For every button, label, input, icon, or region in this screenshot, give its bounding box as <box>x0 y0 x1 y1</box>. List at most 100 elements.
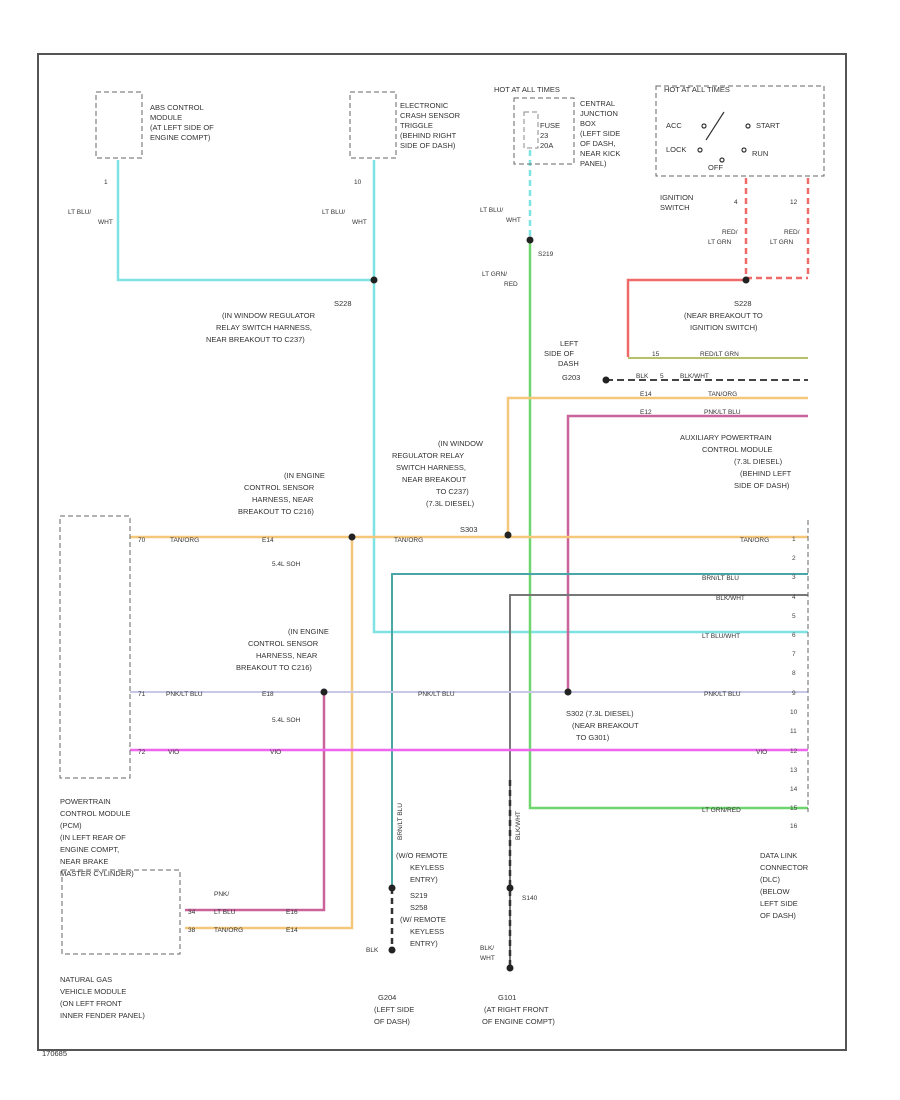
ngv-pin-38: 38 <box>188 927 196 934</box>
engine-ctrl-2-label: (IN ENGINE CONTROL SENSOR HARNESS, NEAR … <box>236 627 331 672</box>
vert-brn-lt-blu: BRN/LT BLU <box>397 803 404 840</box>
ign-start: START <box>756 121 780 130</box>
pin-e14: E14 <box>640 391 652 398</box>
splice-s140 <box>506 884 514 892</box>
ignition-switch-arm <box>705 111 725 141</box>
dlc-pin: 3 <box>792 574 796 581</box>
dlc-pin: 16 <box>790 823 798 830</box>
dlc-pin: 6 <box>792 632 796 639</box>
rke-label: (W/O REMOTE KEYLESS ENTRY) S219 S258 (W/… <box>396 851 450 948</box>
splice-s219-rke <box>388 884 396 892</box>
ignition-contact-run <box>741 147 747 153</box>
window-reg-label: (IN WINDOW REGULATOR RELAY SWITCH HARNES… <box>392 439 485 534</box>
s4l-1: 5.4L SOH <box>272 561 301 568</box>
ngv-e16: E16 <box>286 909 298 916</box>
crash-pin: 10 <box>354 179 362 186</box>
cjb-box <box>513 97 575 165</box>
g204-label: G204 (LEFT SIDE OF DASH) <box>374 993 416 1026</box>
ignition-contact-off <box>719 157 725 163</box>
ignition-switch-contacts <box>697 111 751 163</box>
ignition-contact-start <box>745 123 751 129</box>
ground-g101 <box>506 964 514 972</box>
dlc-pins: 1 2 3 4 5 6 7 8 9 10 11 12 13 14 15 16 <box>790 536 798 830</box>
dlc-pin: 7 <box>792 651 796 658</box>
ignition-switch-box <box>655 85 825 177</box>
wire-lt-grn-red <box>528 240 808 810</box>
ngv-e14: E14 <box>286 927 298 934</box>
dlc-pnk-lt-blu: PNK/LT BLU <box>704 691 741 698</box>
ign-run: RUN <box>752 149 768 158</box>
g101-label: G101 (AT RIGHT FRONT OF ENGINE COMPT) <box>482 993 555 1026</box>
s4l-2: 5.4L SOH <box>272 717 301 724</box>
abs-module-box <box>95 91 143 159</box>
dlc-pin: 15 <box>790 805 798 812</box>
row-pnk-lt-blu: PNK/LT BLU <box>704 409 741 416</box>
splice-s302 <box>564 688 572 696</box>
dlc-lt-grn-red: LT GRN/RED <box>702 807 741 814</box>
blk-label: BLK <box>366 947 379 954</box>
dlc-pin: 12 <box>790 748 798 755</box>
blk-wht-g101: BLK/ WHT <box>480 945 496 962</box>
ngv-pin-34: 34 <box>188 909 196 916</box>
ngv-lt-blu: LT BLU <box>214 909 236 916</box>
wire-pnk-lt-blu-upper <box>566 414 808 692</box>
wire-lt-blu-wht-crash <box>372 160 808 634</box>
dlc-pin: 14 <box>790 786 798 793</box>
red-lt-grn-label-2: RED/ LT GRN <box>770 229 801 246</box>
splice-s303 <box>504 531 512 539</box>
splice-s228-ign <box>742 276 750 284</box>
wire-lt-blu-wht-abs <box>116 160 374 282</box>
ign-pin-a: 4 <box>734 199 738 206</box>
dlc-pin: 4 <box>792 594 796 601</box>
hot-at-all-times-label: HOT AT ALL TIMES <box>494 85 560 94</box>
dlc-pin: 8 <box>792 670 796 677</box>
crash-sensor-box <box>349 91 397 159</box>
abs-wire-label: LT BLU/ WHT <box>68 209 113 226</box>
abs-pin: 1 <box>104 179 108 186</box>
pcm-label: POWERTRAIN CONTROL MODULE (PCM) (IN LEFT… <box>60 797 134 878</box>
wire-tan-org-upper <box>506 396 808 535</box>
wire-brn-lt-blu <box>391 573 808 888</box>
lt-grn-red-label: LT GRN/ RED <box>482 271 518 288</box>
dlc-tan-org: TAN/ORG <box>740 537 769 544</box>
pcm-pin-72: 72 <box>138 749 146 756</box>
ign-pin-b: 12 <box>790 199 798 206</box>
ignition-contact-acc <box>701 123 707 129</box>
ign-off: OFF <box>708 163 723 172</box>
ign-hot-label: HOT AT ALL TIMES <box>664 85 730 94</box>
mid-pnk-lt-blu: PNK/LT BLU <box>418 691 455 698</box>
red-lt-grn-label-1: RED/ LT GRN <box>708 229 739 246</box>
dlc-brn-lt-blu: BRN/LT BLU <box>702 575 739 582</box>
figure-id: 170685 <box>42 1049 67 1058</box>
mid-tan-org: TAN/ORG <box>394 537 423 544</box>
s302-label: S302 (7.3L DIESEL) (NEAR BREAKOUT TO G30… <box>566 709 641 742</box>
mid-vio: VIO <box>270 749 281 756</box>
e18-mid: E18 <box>262 691 274 698</box>
pnk-label: PNK/ <box>214 891 229 898</box>
dlc-blk-wht: BLK/WHT <box>716 595 745 602</box>
ngv-box <box>61 869 181 955</box>
pcm-tan-org: TAN/ORG <box>170 537 199 544</box>
pcm-vio: VIO <box>168 749 179 756</box>
splice-s228-abs <box>370 276 378 284</box>
cjb-label: CENTRAL JUNCTION BOX (LEFT SIDE OF DASH,… <box>580 99 623 168</box>
vert-blk-wht: BLK/WHT <box>515 811 522 840</box>
splice-g203 <box>602 376 610 384</box>
splice-dots <box>320 236 750 972</box>
wire-tan-org-ngv <box>185 540 354 930</box>
row-blk: BLK <box>636 373 649 380</box>
crash-sensor-label: ELECTRONIC CRASH SENSOR TRIGGLE (BEHIND … <box>400 101 462 150</box>
dlc-pin: 9 <box>792 690 796 697</box>
fuse-wire-label: LT BLU/ WHT <box>480 207 521 224</box>
diagram-frame <box>37 53 847 1051</box>
abs-label: ABS CONTROL MODULE (AT LEFT SIDE OF ENGI… <box>150 103 216 142</box>
pcm-box <box>59 515 131 779</box>
s228-ign-label: S228 (NEAR BREAKOUT TO IGNITION SWITCH) <box>684 299 765 332</box>
row-tan-org: TAN/ORG <box>708 391 737 398</box>
dlc-label: DATA LINK CONNECTOR (DLC) (BELOW LEFT SI… <box>760 851 810 920</box>
dlc-pin: 2 <box>792 555 796 562</box>
crash-wire-label: LT BLU/ WHT <box>322 209 367 226</box>
dlc-vio: VIO <box>756 749 767 756</box>
wire-red-lt-grn-s228 <box>626 278 746 357</box>
wire-blk-wht-g101 <box>509 594 808 965</box>
